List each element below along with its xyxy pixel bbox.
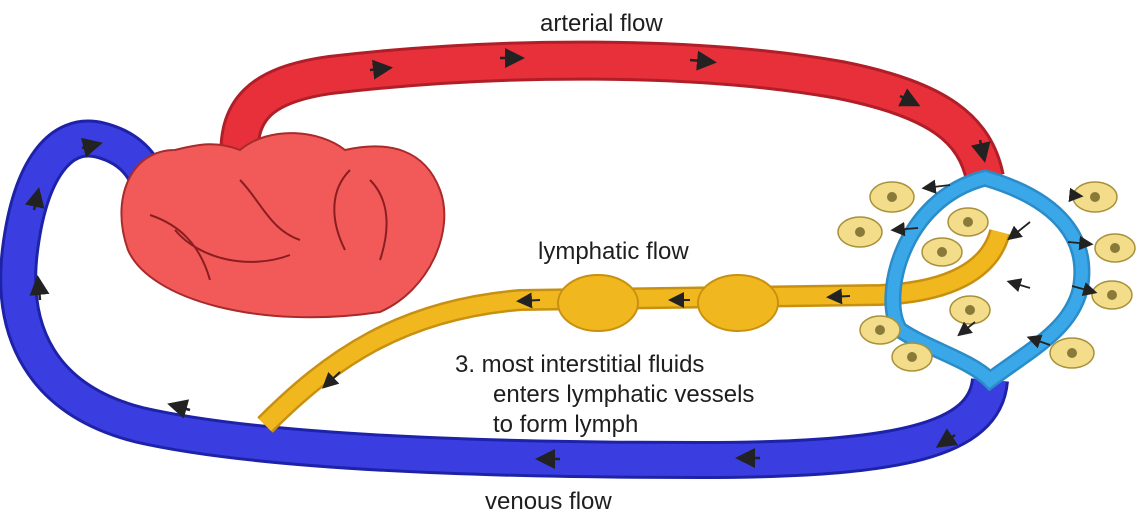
tissue-cell-icon [870, 182, 914, 212]
tissue-cell-icon [1095, 234, 1135, 262]
lymph-formation-note: 3. most interstitial fluids enters lymph… [455, 350, 754, 440]
tissue-cell-icon [838, 217, 882, 247]
note-line-2: enters lymphatic vessels [455, 380, 754, 410]
lymph-node-icon [698, 275, 778, 331]
lymph-node-icon [558, 275, 638, 331]
tissue-cell-icon [1073, 182, 1117, 212]
tissue-cells [838, 182, 1135, 371]
flow-arrow-icon [1010, 222, 1030, 238]
tissue-cell-icon [948, 208, 988, 236]
lymphatic-flow-label: lymphatic flow [538, 238, 689, 266]
flow-arrow-icon [1070, 195, 1080, 196]
flow-arrow-icon [520, 300, 540, 301]
flow-arrow-icon [1010, 282, 1030, 288]
flow-arrow-icon [830, 296, 850, 297]
heart-icon [121, 133, 444, 317]
tissue-cell-icon [892, 343, 932, 371]
note-line-1: 3. most interstitial fluids [455, 350, 754, 380]
tissue-cell-icon [1092, 281, 1132, 309]
tissue-cell-icon [950, 296, 990, 324]
flow-arrow-icon [38, 280, 40, 300]
tissue-cell-icon [1050, 338, 1094, 368]
arterial-flow-label: arterial flow [540, 10, 663, 38]
tissue-cell-icon [922, 238, 962, 266]
venous-flow-label: venous flow [485, 488, 612, 516]
flow-arrow-icon [172, 405, 190, 410]
tissue-cell-icon [860, 316, 900, 344]
note-line-3: to form lymph [455, 410, 754, 440]
